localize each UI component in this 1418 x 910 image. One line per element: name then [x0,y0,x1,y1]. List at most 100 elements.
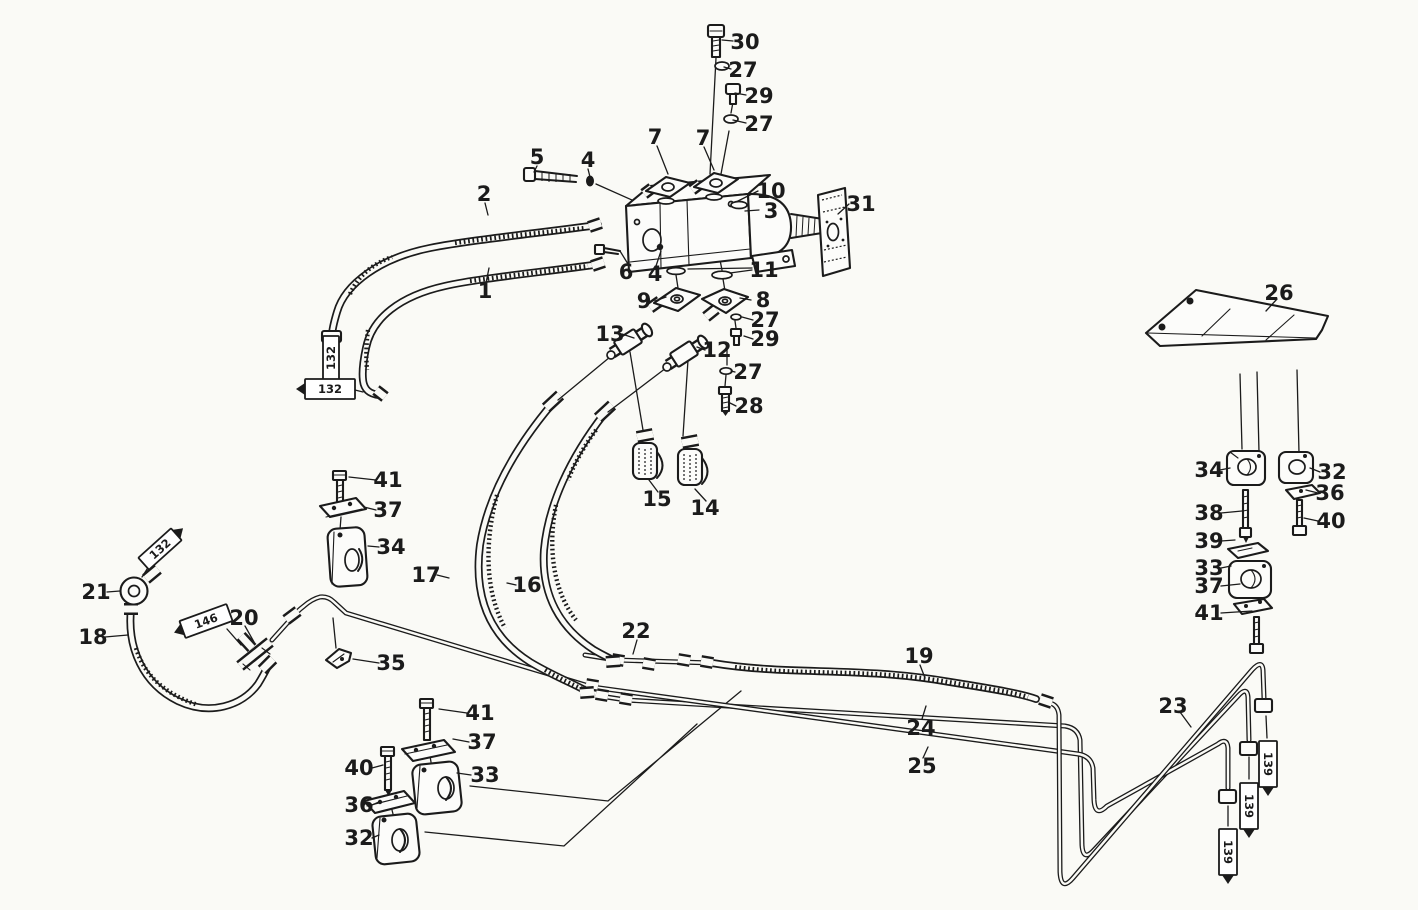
ref-tag-label: 139 [1221,840,1235,864]
callout-35: 35 [376,651,405,675]
callout-33-r: 33 [1194,556,1223,580]
gasket-31 [816,186,852,278]
callout-37-a: 37 [373,498,402,522]
elbow-union-12 [662,334,710,372]
clamp-pointer-lines [424,690,742,847]
callout-25: 25 [907,754,936,778]
callout-32-r: 32 [1317,460,1346,484]
washer-11-b [711,270,733,280]
bolt-40-b [379,745,396,796]
ref-tag-139-2: 139 [1239,782,1259,838]
callout-27-a: 27 [728,58,757,82]
callout-41-c: 41 [465,701,494,725]
ref-tag-139-3: 139 [1218,828,1238,884]
flange-9 [646,286,702,313]
callout-2: 2 [477,182,492,206]
union-nut [1238,740,1259,757]
hose-1 [358,256,606,402]
union-nut [1217,788,1238,805]
clamp-33-r [1227,559,1273,600]
ref-tag-132-vertical: 132 [322,335,340,381]
callout-37-c: 37 [467,730,496,754]
callout-27-d: 27 [733,360,762,384]
ref-tag-139-1: 139 [1258,740,1278,796]
callout-38: 38 [1194,501,1223,525]
washer-11-a [666,266,686,276]
callout-36-r: 36 [1315,481,1344,505]
callout-28: 28 [734,394,763,418]
callout-7-b: 7 [696,126,711,150]
ref-tag-132-horizontal: 132 [296,378,356,400]
callout-31: 31 [846,192,875,216]
callout-20: 20 [229,606,258,630]
callout-39: 39 [1194,529,1223,553]
hose-17 [474,390,595,699]
callout-8: 8 [756,288,771,312]
callout-40-b: 40 [344,756,373,780]
callout-27-c: 27 [750,308,779,332]
callout-9: 9 [637,289,652,313]
ref-tag-132-angled: 132 [137,527,184,571]
callout-41-a: 41 [373,468,402,492]
callout-21: 21 [81,580,110,604]
callout-11: 11 [749,258,778,282]
callout-24: 24 [906,716,935,740]
callout-41-r: 41 [1194,601,1223,625]
washer-27-d [719,366,733,376]
pipe-run-24 [597,688,1252,858]
clip-35 [324,647,353,670]
clamp-32-b [371,812,421,866]
callout-6: 6 [619,260,634,284]
bolt-5 [522,166,578,183]
washer-4-a [586,175,594,187]
callout-22: 22 [621,619,650,643]
ref-tag-label: 139 [1261,752,1275,776]
pin-4-b [656,243,664,251]
ref-tag-label: 139 [1242,794,1256,818]
flange-8 [700,287,750,322]
callout-18: 18 [78,625,107,649]
clamp-plate-36-r [1284,483,1322,501]
washer-27-a [714,61,730,71]
callout-32-b: 32 [344,826,373,850]
hose-19 [708,659,1040,703]
callout-30: 30 [730,30,759,54]
washer-27-c [730,313,742,321]
clamp-plate-37-a [318,496,368,519]
callout-13: 13 [595,322,624,346]
callout-23: 23 [1158,694,1187,718]
ref-tag-label: 132 [324,346,338,370]
hose-16 [539,400,621,668]
callout-34-a: 34 [376,535,405,559]
callout-3: 3 [764,199,779,223]
clamp-34-a [326,526,369,588]
callout-40-r: 40 [1316,509,1345,533]
washer-27-b [723,114,739,124]
callout-36-b: 36 [344,793,373,817]
tee-fitting-20 [236,606,302,671]
callout-7-a: 7 [648,125,663,149]
callout-14: 14 [690,496,719,520]
bolt-38 [1238,488,1253,543]
callout-26: 26 [1264,281,1293,305]
callout-leaders [104,39,1321,839]
callout-5: 5 [530,145,545,169]
callout-15: 15 [642,487,671,511]
screw-29-b [729,327,743,347]
bolt-28 [717,385,733,416]
port-flange-7-right [688,171,740,201]
callout-27-b: 27 [744,112,773,136]
callout-34-r: 34 [1194,458,1223,482]
bolt-29-a [724,82,742,106]
callout-33-c: 33 [470,763,499,787]
callout-19: 19 [904,644,933,668]
callout-37-r: 37 [1194,574,1223,598]
callout-29-b: 29 [750,327,779,351]
clamp-plate-36-b [362,789,417,815]
seal-ring-10 [730,200,748,210]
clamp-32-r [1277,450,1315,485]
callout-4-a: 4 [581,148,596,172]
ref-tag-146: 146 [174,603,234,639]
